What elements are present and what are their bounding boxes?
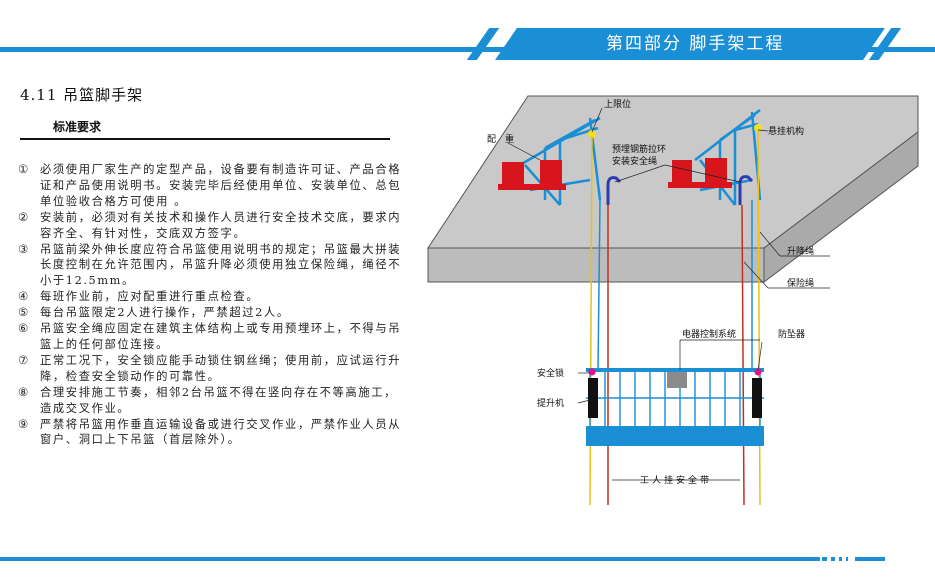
requirement-item: ③ 吊篮前梁外伸长度应符合吊篮使用说明书的规定；吊篮最大拼装长度控制在允许范围内，… (18, 242, 403, 290)
footer-cap (855, 557, 885, 561)
label-safety-lock: 安全锁 (537, 367, 564, 379)
label-embedded-ring: 预埋钢筋拉环 (612, 143, 666, 155)
label-upper-limit: 上限位 (604, 98, 631, 110)
item-text: 正常工况下，安全锁应能手动锁住钢丝绳；使用前，应试运行升降，检查安全锁动作的可靠… (40, 353, 402, 383)
roof-slab-side (763, 130, 919, 284)
label-hoist: 提升机 (537, 397, 564, 409)
requirement-item: ④ 每班作业前，应对配重进行重点检查。 (18, 289, 403, 305)
requirement-item: ⑤ 每台吊篮限定2人进行操作，严禁超过2人。 (18, 305, 403, 321)
item-text: 每班作业前，应对配重进行重点检查。 (40, 290, 260, 304)
label-counterweight: 配 重 (487, 133, 514, 145)
header-line (0, 47, 935, 52)
label-harness: 工人挂安全带 (640, 474, 712, 486)
embedded-ring-right (738, 175, 754, 205)
item-text: 合理安排施工节奏，相邻2台吊篮不得在竖向存在不等高施工，造成交叉作业。 (40, 385, 398, 415)
label-control-system: 电器控制系统 (682, 328, 736, 340)
item-text: 每台吊篮限定2人进行操作，严禁超过2人。 (40, 306, 290, 320)
requirement-item: ⑦ 正常工况下，安全锁应能手动锁住钢丝绳；使用前，应试运行升降，检查安全锁动作的可… (18, 353, 403, 385)
label-safety-rope-install: 安装安全绳 (612, 155, 657, 167)
label-suspension: 悬挂机构 (768, 125, 804, 137)
section-title: 4.11 吊篮脚手架 (20, 86, 144, 104)
upper-limit-left (588, 130, 596, 138)
gondola-diagram: 上限位 配 重 悬挂机构 预埋钢筋拉环 安装安全绳 升降绳 保险绳 电器控制系统… (427, 95, 919, 506)
section-subtitle: 标准要求 (53, 120, 102, 134)
label-hoist-rope: 升降绳 (787, 245, 814, 257)
embedded-ring-left (606, 176, 622, 205)
callout-lines (507, 107, 830, 481)
footer-dots (822, 557, 848, 561)
requirement-item: ⑨ 严禁将吊篮用作垂直运输设备或进行交叉作业，严禁作业人员从窗户、洞口上下吊篮（首… (18, 417, 403, 449)
requirements-list: ① 必须使用厂家生产的定型产品，设备要有制造许可证、产品合格证和产品使用说明书。安… (18, 162, 403, 448)
requirement-item: ② 安装前，必须对有关技术和操作人员进行安全技术交底，要求内容齐全、有针对性，交底… (18, 210, 403, 242)
item-number: ② (18, 210, 30, 224)
requirement-item: ⑧ 合理安排施工节奏，相邻2台吊篮不得在竖向存在不等高施工，造成交叉作业。 (18, 385, 403, 417)
label-safety-rope: 保险绳 (787, 277, 814, 289)
label-fall-arrester: 防坠器 (778, 328, 805, 340)
header-title: 第四部分 脚手架工程 (606, 34, 785, 54)
item-text: 吊篮前梁外伸长度应符合吊篮使用说明书的规定；吊篮最大拼装长度控制在允许范围内，吊… (40, 242, 402, 288)
counterweight-left (498, 160, 566, 190)
roof-slab-front (427, 247, 765, 283)
footer-line (0, 557, 820, 561)
item-text: 必须使用厂家生产的定型产品，设备要有制造许可证、产品合格证和产品使用说明书。安装… (40, 163, 402, 208)
item-number: ① (18, 163, 30, 176)
header-band (495, 28, 885, 60)
item-number: ③ (18, 242, 30, 256)
item-text: 严禁将吊篮用作垂直运输设备或进行交叉作业，严禁作业人员从窗户、洞口上下吊篮（首层… (40, 417, 402, 447)
item-number: ④ (18, 290, 30, 304)
item-text: 安装前，必须对有关技术和操作人员进行安全技术交底，要求内容齐全、有针对性，交底双… (40, 210, 402, 240)
requirement-item: ① 必须使用厂家生产的定型产品，设备要有制造许可证、产品合格证和产品使用说明书。安… (18, 162, 403, 210)
requirement-item: ⑥ 吊篮安全绳应固定在建筑主体结构上或专用预埋环上，不得与吊篮上的任何部位连接。 (18, 321, 403, 353)
header-stripe-left (466, 28, 500, 60)
item-number: ⑧ (18, 385, 30, 399)
subtitle-rule (20, 138, 390, 140)
gondola-platform (586, 368, 764, 446)
item-number: ⑨ (18, 417, 30, 431)
item-number: ⑥ (18, 322, 30, 336)
item-text: 吊篮安全绳应固定在建筑主体结构上或专用预埋环上，不得与吊篮上的任何部位连接。 (40, 322, 402, 351)
item-number: ⑦ (18, 353, 30, 367)
item-number: ⑤ (18, 306, 30, 320)
